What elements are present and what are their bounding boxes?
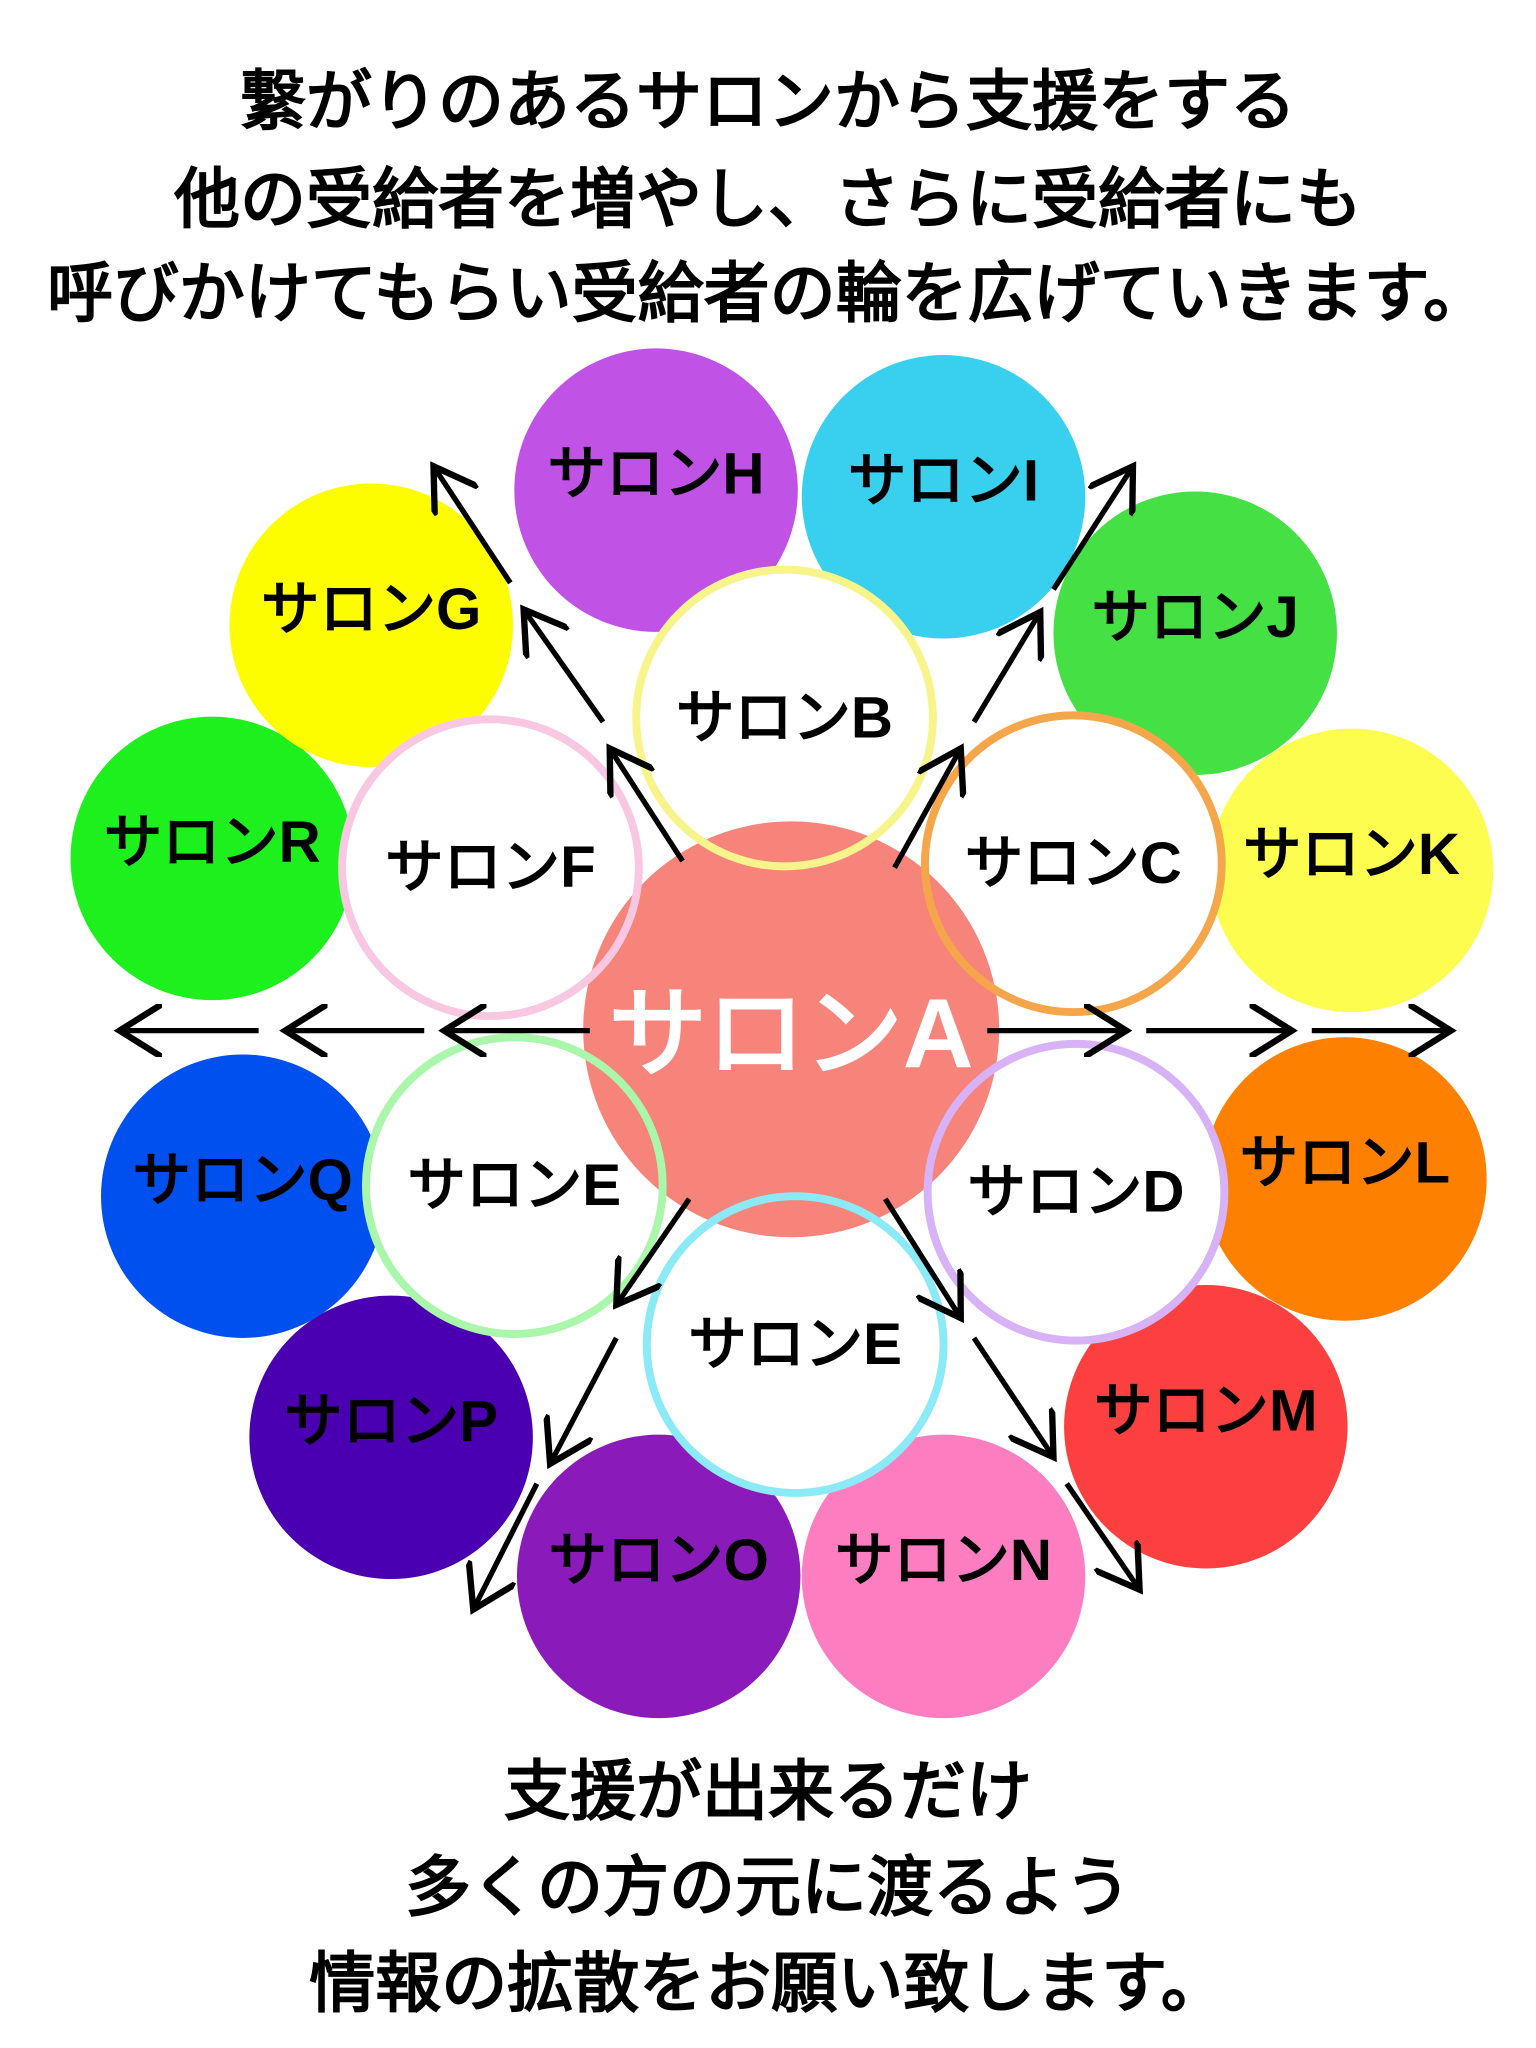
outer-salon-label: サロンK: [1243, 822, 1460, 887]
inner-salon-ring: [642, 1192, 948, 1497]
inner-salon-label: サロンD: [968, 1160, 1185, 1225]
inner-salon-fill: [636, 569, 933, 867]
outer-salon-label: サロンG: [261, 577, 481, 642]
arrow: [1064, 1482, 1140, 1590]
outer-salon-label: サロンL: [1240, 1131, 1450, 1196]
inner-salon-ring: [338, 715, 643, 1021]
inner-salon-ring: [632, 565, 937, 871]
inner-salon-label: サロンE: [407, 1153, 621, 1218]
arrow: [1051, 466, 1132, 591]
outer-salon-circle: [1064, 1284, 1348, 1569]
inner-salon-label: サロンB: [676, 685, 893, 750]
inner-salon-fill: [927, 1043, 1225, 1341]
outer-salon-label: サロンP: [284, 1389, 498, 1454]
outer-salon-circle: [514, 348, 798, 632]
arrow: [971, 1336, 1053, 1457]
arrow: [524, 609, 606, 724]
inner-salon-ring: [923, 1039, 1229, 1345]
outer-salon-label: サロンR: [104, 810, 321, 875]
outer-salon-label: サロンH: [548, 442, 765, 507]
arrow: [892, 748, 961, 869]
outer-salon-circle: [1209, 728, 1494, 1013]
outer-salon-circle: [249, 1295, 533, 1580]
bottom-text-line-2: 多くの方の元に渡るよう: [405, 1849, 1131, 1926]
inner-salon-label: サロンE: [688, 1312, 902, 1377]
inner-salon-ring: [921, 711, 1226, 1017]
outer-salon-circle: [516, 1434, 801, 1719]
outer-salon-circle: [70, 716, 355, 1001]
outer-salon-label: サロンN: [835, 1528, 1052, 1593]
inner-salon-label: サロンF: [385, 835, 595, 900]
outer-salon-label: サロンQ: [133, 1148, 353, 1213]
inner-salon-fill: [365, 1037, 663, 1334]
outer-salon-circle: [801, 355, 1086, 639]
top-text-line-3: 呼びかけてもらい受給者の輪を広げていきます。: [46, 255, 1490, 332]
center-salon-circle: [583, 821, 1000, 1238]
outer-salon-label: サロンO: [549, 1528, 769, 1593]
outer-salon-circle: [1203, 1037, 1487, 1321]
bottom-text-line-1: 支援が出来るだけ: [504, 1753, 1032, 1830]
arrow: [616, 1197, 692, 1305]
inner-salon-fill: [342, 719, 639, 1017]
inner-salon-label: サロンC: [965, 831, 1182, 896]
arrow: [610, 748, 685, 863]
outer-salon-label: サロンJ: [1092, 585, 1299, 650]
top-text-line-2: 他の受給者を増やし、さらに受給者にも: [174, 161, 1362, 238]
center-salon-label: サロンA: [609, 978, 974, 1088]
inner-salon-fill: [924, 715, 1222, 1013]
outer-salon-circle: [1053, 491, 1337, 775]
inner-salon-ring: [361, 1033, 667, 1338]
arrow: [550, 1336, 619, 1464]
arrow: [473, 1482, 540, 1610]
top-text-line-1: 繋がりのあるサロンから支援をする: [240, 63, 1296, 140]
arrow: [434, 466, 513, 585]
outer-salon-circle: [101, 1054, 385, 1338]
bottom-text-line-3: 情報の拡散をお願い致します。: [309, 1945, 1227, 2022]
arrow: [882, 1197, 961, 1318]
inner-salon-fill: [646, 1196, 944, 1493]
outer-salon-circle: [801, 1434, 1086, 1719]
outer-salon-label: サロンI: [848, 448, 1039, 513]
outer-salon-circle: [229, 483, 513, 768]
outer-salon-label: サロンM: [1094, 1378, 1317, 1443]
arrow: [971, 612, 1040, 724]
